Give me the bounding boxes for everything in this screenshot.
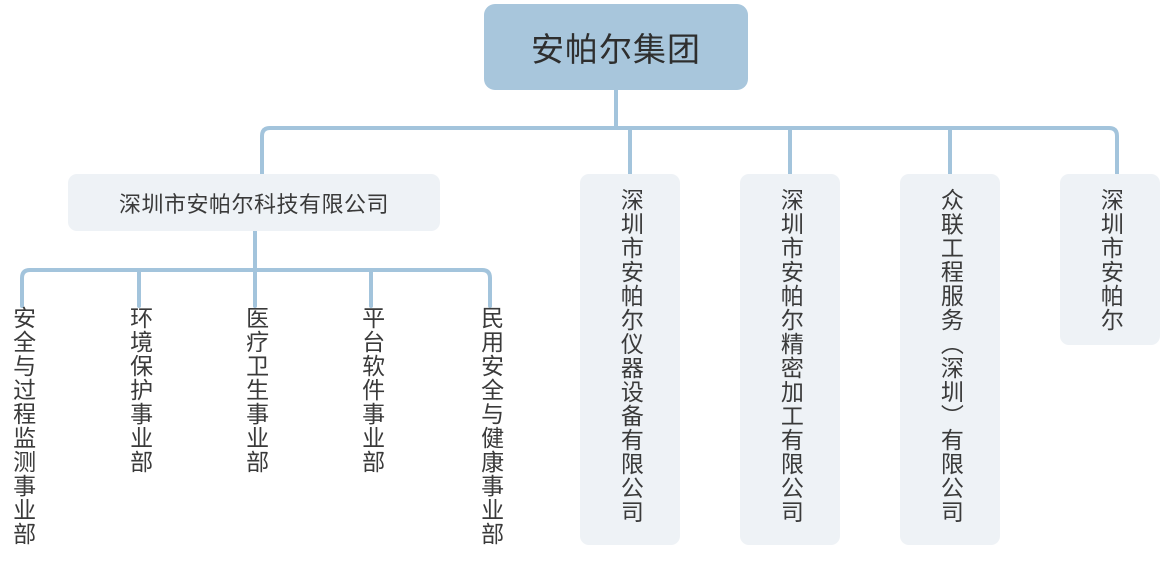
node-shenzhen-ampere-technology[interactable]: 深圳市安帕尔科技有限公司 <box>68 174 440 231</box>
connector-bus-divisions <box>20 268 492 308</box>
node-zhonglian-engineering-service-label: 众联工程服务（深圳）有限公司 <box>937 188 964 524</box>
node-platform-software-division-label: 平台软件事业部 <box>358 306 385 474</box>
node-ampere-precision-machining[interactable]: 深圳市安帕尔精密加工有限公司 <box>740 174 840 545</box>
node-civil-safety-health-division[interactable]: 民用安全与健康事业部 <box>468 306 512 556</box>
node-civil-safety-health-division-label: 民用安全与健康事业部 <box>477 306 504 546</box>
node-medical-health-division-label: 医疗卫生事业部 <box>242 306 269 474</box>
node-root-label: 安帕尔集团 <box>531 31 701 68</box>
connector-bus-level2 <box>260 126 1119 176</box>
node-safety-process-monitoring-division[interactable]: 安全与过程监测事业部 <box>0 306 44 556</box>
node-safety-process-monitoring-division-label: 安全与过程监测事业部 <box>9 306 36 546</box>
node-environmental-protection-division-label: 环境保护事业部 <box>126 306 153 474</box>
node-platform-software-division[interactable]: 平台软件事业部 <box>349 306 393 556</box>
node-root[interactable]: 安帕尔集团 <box>484 4 748 90</box>
node-shenzhen-ampere-technology-label: 深圳市安帕尔科技有限公司 <box>118 191 389 217</box>
node-environmental-protection-division[interactable]: 环境保护事业部 <box>117 306 161 556</box>
node-ampere-precision-machining-label: 深圳市安帕尔精密加工有限公司 <box>777 188 804 524</box>
node-shenzhen-ampere-label: 深圳市安帕尔 <box>1097 188 1124 332</box>
node-shenzhen-ampere[interactable]: 深圳市安帕尔 <box>1060 174 1160 345</box>
node-zhonglian-engineering-service[interactable]: 众联工程服务（深圳）有限公司 <box>900 174 1000 545</box>
node-medical-health-division[interactable]: 医疗卫生事业部 <box>233 306 277 556</box>
node-ampere-instrument-equipment[interactable]: 深圳市安帕尔仪器设备有限公司 <box>580 174 680 545</box>
node-ampere-instrument-equipment-label: 深圳市安帕尔仪器设备有限公司 <box>617 188 644 524</box>
